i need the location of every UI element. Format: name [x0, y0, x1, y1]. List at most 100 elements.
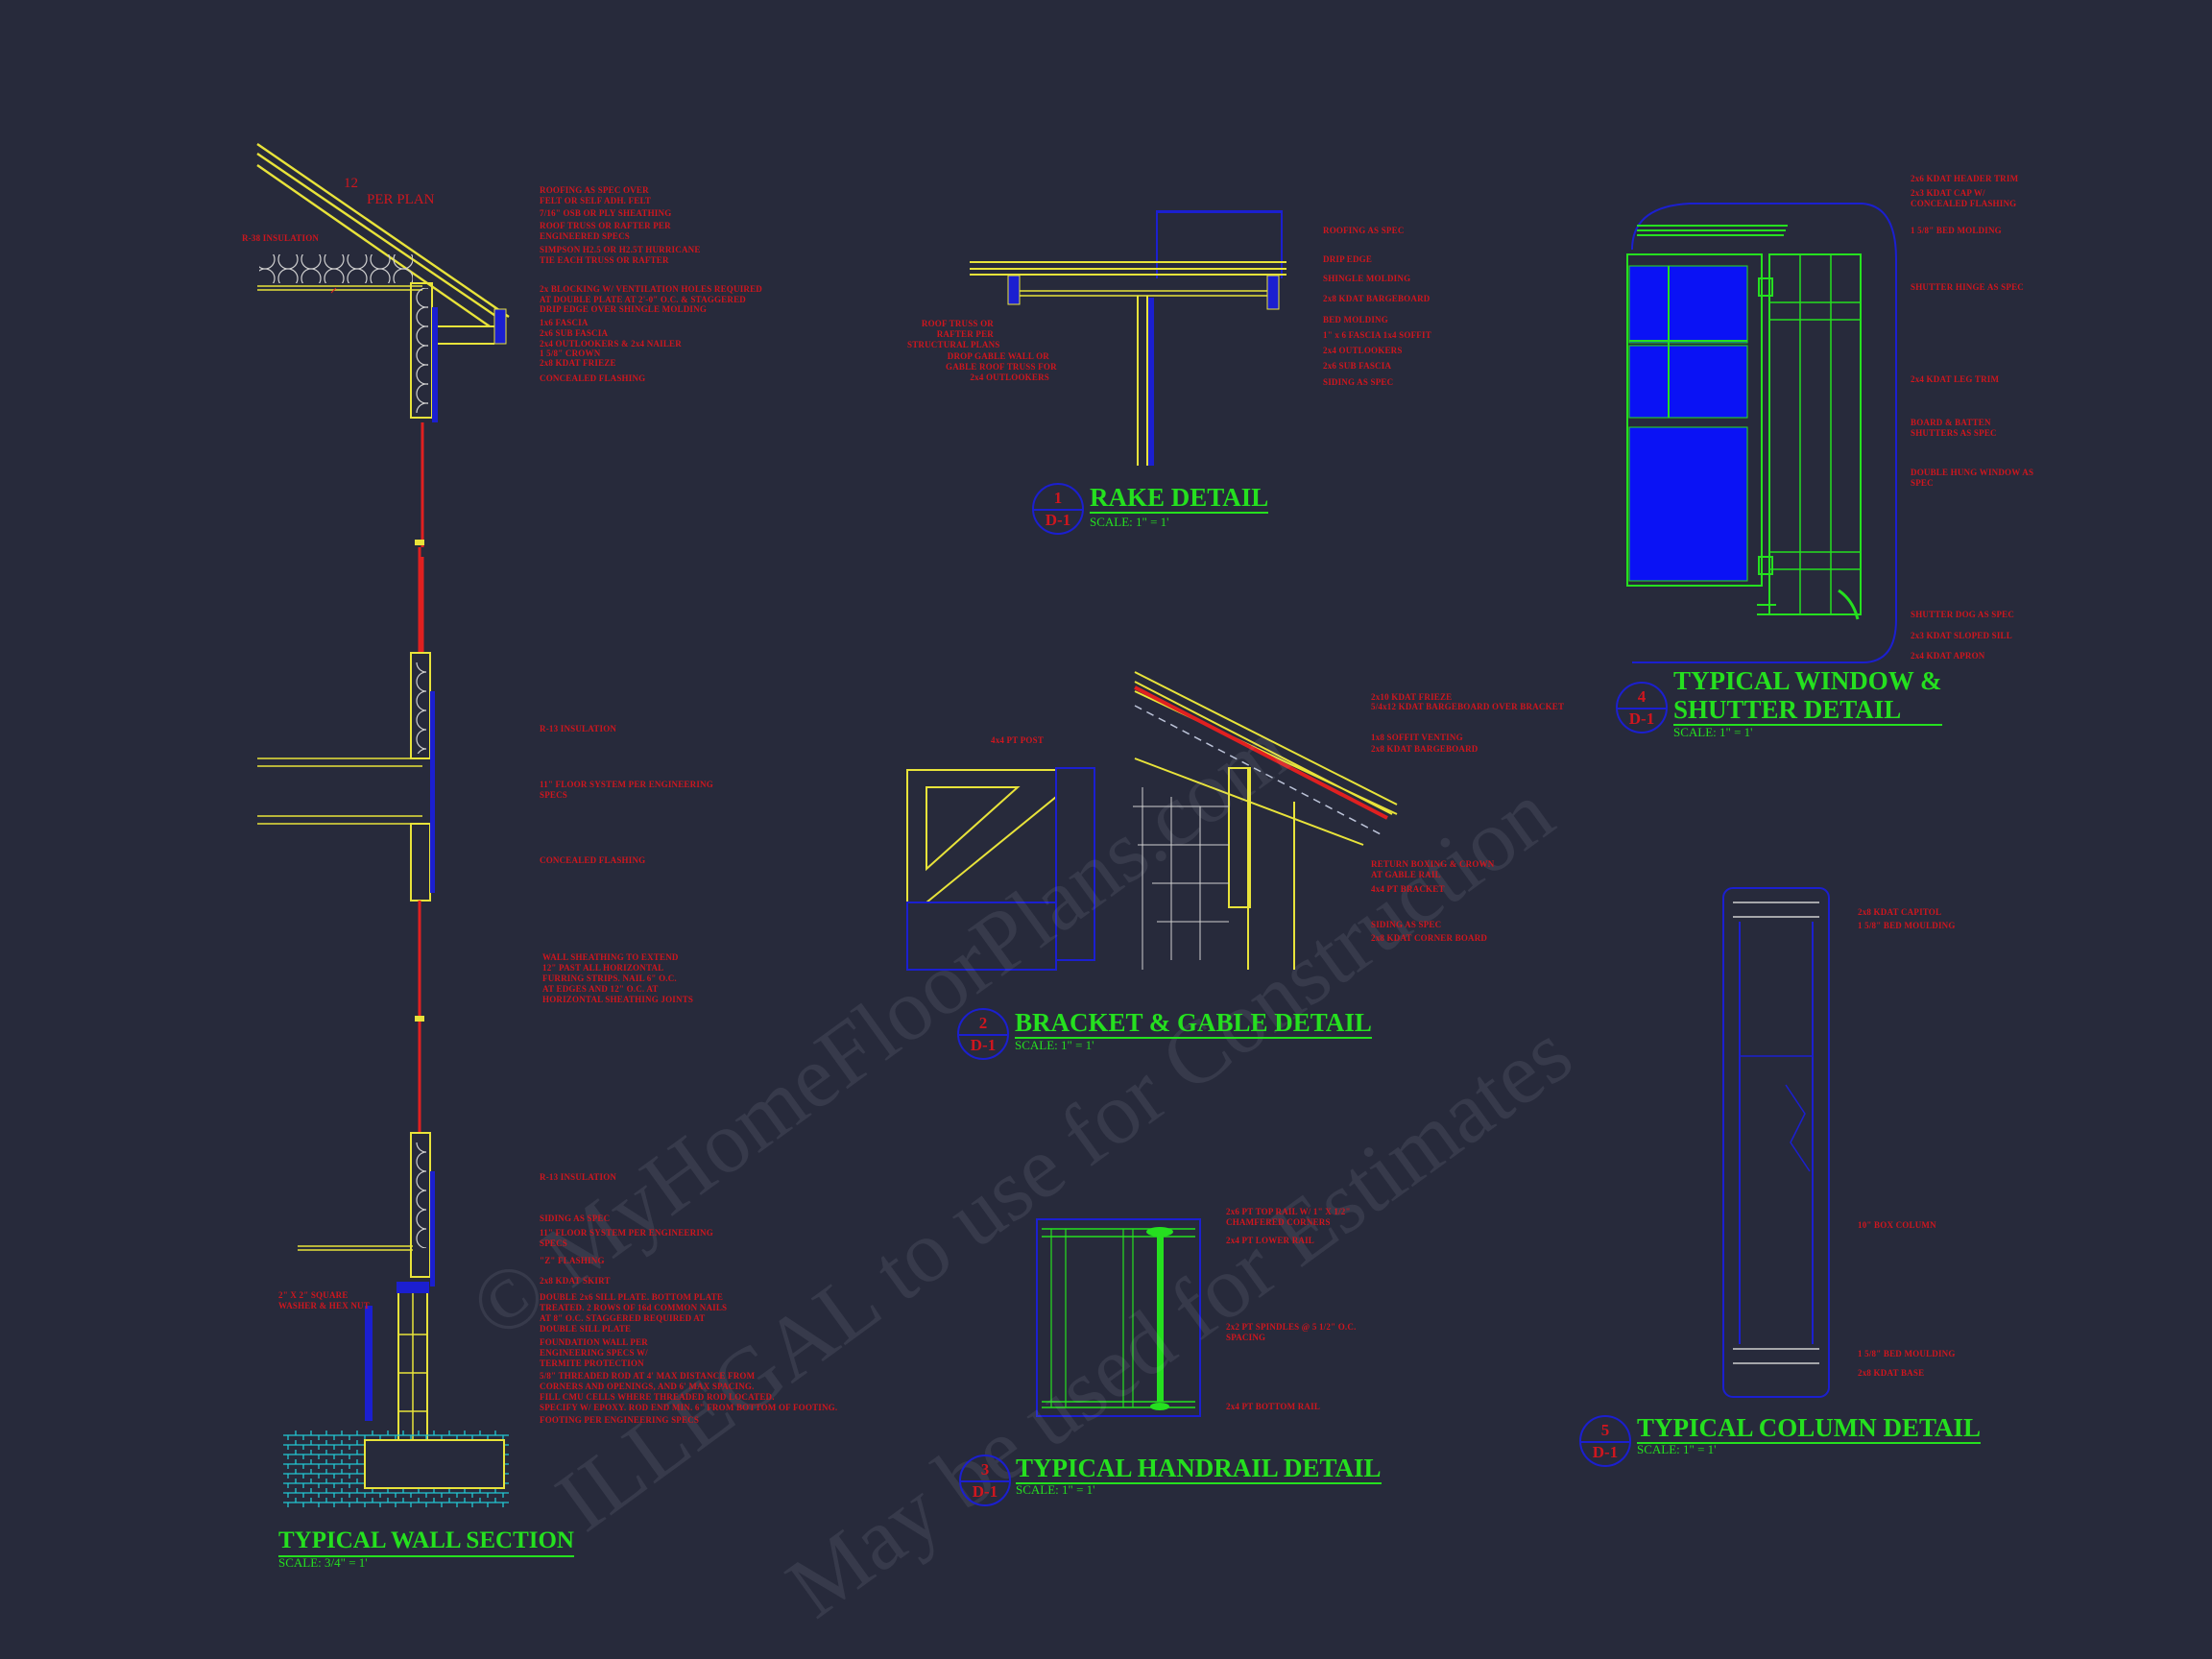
wall-section-scale: SCALE: 3/4" = 1': [278, 1555, 368, 1570]
callout: 2x8 KDAT BARGEBOARD: [1371, 744, 1479, 754]
callout: 4x4 PT BRACKET: [1371, 884, 1445, 894]
callout: 1" x 6 FASCIA 1x4 SOFFIT: [1323, 330, 1431, 340]
window-detail-title: TYPICAL WINDOW & SHUTTER DETAIL: [1673, 666, 1942, 726]
callout: 1x6 FASCIA 2x6 SUB FASCIA: [540, 318, 609, 338]
slope-label: PER PLAN: [367, 192, 435, 207]
callout: 5/8" THREADED ROD AT 4' MAX DISTANCE FRO…: [540, 1371, 838, 1412]
callout: 2x4 OUTLOOKERS & 2x4 NAILER: [540, 339, 682, 349]
bracket-detail-title: BRACKET & GABLE DETAIL: [1015, 1008, 1372, 1039]
insulation-label: R-38 INSULATION: [242, 233, 320, 243]
callout: 1 5/8" CROWN: [540, 349, 601, 358]
callout: SIDING AS SPEC: [540, 1214, 611, 1223]
rake-detail-title: RAKE DETAIL: [1090, 483, 1269, 514]
callout: 2x4 KDAT LEG TRIM: [1911, 374, 2000, 384]
callout: DOUBLE HUNG WINDOW AS SPEC: [1911, 468, 2034, 488]
callout: FOOTING PER ENGINEERING SPECS: [540, 1415, 700, 1425]
detail-bubble: 2 D-1: [957, 1008, 1009, 1060]
handrail-detail-scale: SCALE: 1" = 1': [1016, 1482, 1095, 1497]
bracket-gable-drawing: [906, 671, 1398, 971]
wall-section-drawing: [256, 143, 510, 1507]
callout: R-13 INSULATION: [540, 1172, 617, 1182]
callout: SHUTTER DOG AS SPEC: [1911, 610, 2015, 619]
detail-number: 3: [980, 1460, 990, 1479]
window-shutter-drawing: [1626, 203, 1897, 663]
callout: 1 5/8" BED MOULDING: [1858, 921, 1956, 930]
callout: 2x3 KDAT SLOPED SILL: [1911, 631, 2012, 640]
callout: DROP GABLE WALL OR GABLE ROOF TRUSS FOR …: [946, 351, 1057, 382]
callout: CONCEALED FLASHING: [540, 373, 646, 383]
callout: WALL SHEATHING TO EXTEND 12" PAST ALL HO…: [542, 952, 694, 1004]
callout: 2x6 PT TOP RAIL W/ 1" X 1/2" CHAMFERED C…: [1226, 1207, 1351, 1227]
callout: ROOF TRUSS OR RAFTER PER STRUCTURAL PLAN…: [907, 319, 1000, 349]
callout: "Z" FLASHING: [540, 1256, 605, 1265]
callout: SIDING AS SPEC: [1323, 377, 1394, 387]
column-detail-title: TYPICAL COLUMN DETAIL: [1637, 1413, 1982, 1444]
handrail-detail-title: TYPICAL HANDRAIL DETAIL: [1016, 1454, 1382, 1484]
callout: ROOFING AS SPEC: [1323, 226, 1405, 235]
sheet-number: D-1: [1581, 1441, 1629, 1462]
callout: DOUBLE 2x6 SILL PLATE. BOTTOM PLATE TREA…: [540, 1292, 728, 1334]
callout: 1 5/8" BED MOLDING: [1911, 226, 2002, 235]
sheet-number: D-1: [959, 1034, 1007, 1055]
handrail-drawing: [1036, 1218, 1201, 1417]
detail-number: 2: [978, 1014, 988, 1032]
callout: 10" BOX COLUMN: [1858, 1220, 1936, 1230]
callout: 7/16" OSB OR PLY SHEATHING: [540, 208, 672, 218]
callout: 2x8 KDAT BASE: [1858, 1368, 1925, 1378]
callout: 4x4 PT POST: [991, 735, 1045, 745]
callout: 2x8 KDAT FRIEZE: [540, 358, 616, 368]
callout: 2x8 KDAT SKIRT: [540, 1276, 611, 1286]
washer-label: 2" X 2" SQUARE WASHER & HEX NUT: [278, 1290, 370, 1310]
callout: ROOF TRUSS OR RAFTER PER ENGINEERED SPEC…: [540, 221, 671, 241]
callout: 2x8 KDAT BARGEBOARD: [1323, 294, 1431, 303]
callout: 2x6 SUB FASCIA: [1323, 361, 1392, 371]
callout: R-13 INSULATION: [540, 724, 617, 733]
callout: 2x8 KDAT CORNER BOARD: [1371, 933, 1488, 943]
bracket-detail-scale: SCALE: 1" = 1': [1015, 1038, 1094, 1052]
callout: BOARD & BATTEN SHUTTERS AS SPEC: [1911, 418, 1997, 438]
callout: 2x4 KDAT APRON: [1911, 651, 1985, 661]
callout: 11" FLOOR SYSTEM PER ENGINEERING SPECS: [540, 780, 713, 800]
callout: 2x4 PT LOWER RAIL: [1226, 1236, 1314, 1245]
callout: BED MOLDING: [1323, 315, 1388, 325]
callout: FOUNDATION WALL PER ENGINEERING SPECS W/…: [540, 1337, 648, 1368]
rake-detail-drawing: [970, 210, 1286, 466]
column-drawing: [1722, 887, 1830, 1398]
callout: 1 5/8" BED MOULDING: [1858, 1349, 1956, 1358]
sheet-number: D-1: [961, 1480, 1009, 1502]
window-detail-scale: SCALE: 1" = 1': [1673, 725, 1753, 739]
callout: RETURN BOXING & CROWN AT GABLE RAIL: [1371, 859, 1495, 879]
callout: CONCEALED FLASHING: [540, 855, 646, 865]
detail-number: 4: [1637, 687, 1647, 706]
callout: SHUTTER HINGE AS SPEC: [1911, 282, 2024, 292]
callout: SIDING AS SPEC: [1371, 920, 1442, 929]
detail-number: 1: [1053, 489, 1063, 507]
callout: SHINGLE MOLDING: [1323, 274, 1411, 283]
slope-rise: 12: [344, 176, 358, 191]
callout: 2x4 OUTLOOKERS: [1323, 346, 1403, 355]
detail-number: 5: [1600, 1421, 1610, 1439]
callout: 5/4x12 KDAT BARGEBOARD OVER BRACKET: [1371, 702, 1565, 711]
callout: ROOFING AS SPEC OVER FELT OR SELF ADH. F…: [540, 185, 652, 205]
detail-bubble: 4 D-1: [1616, 682, 1668, 733]
sheet-number: D-1: [1034, 509, 1082, 530]
rake-detail-scale: SCALE: 1" = 1': [1090, 515, 1169, 529]
callout: SIMPSON H2.5 OR H2.5T HURRICANE TIE EACH…: [540, 245, 701, 265]
callout: DRIP EDGE: [1323, 254, 1373, 264]
detail-bubble: 3 D-1: [959, 1455, 1011, 1506]
callout: 2x10 KDAT FRIEZE: [1371, 692, 1453, 702]
callout: 1x8 SOFFIT VENTING: [1371, 733, 1463, 742]
callout: 2x BLOCKING W/ VENTILATION HOLES REQUIRE…: [540, 284, 763, 304]
callout: 2x2 PT SPINDLES @ 5 1/2" O.C. SPACING: [1226, 1322, 1357, 1342]
wall-section-title: TYPICAL WALL SECTION: [278, 1527, 574, 1557]
callout: DRIP EDGE OVER SHINGLE MOLDING: [540, 304, 708, 314]
detail-bubble: 1 D-1: [1032, 483, 1084, 535]
callout: 2x8 KDAT CAPITOL: [1858, 907, 1942, 917]
callout: 2x6 KDAT HEADER TRIM: [1911, 174, 2019, 183]
callout: 2x4 PT BOTTOM RAIL: [1226, 1402, 1321, 1411]
column-detail-scale: SCALE: 1" = 1': [1637, 1442, 1717, 1456]
sheet-number: D-1: [1618, 708, 1666, 729]
detail-bubble: 5 D-1: [1579, 1415, 1631, 1467]
callout: 11" FLOOR SYSTEM PER ENGINEERING SPECS: [540, 1228, 713, 1248]
